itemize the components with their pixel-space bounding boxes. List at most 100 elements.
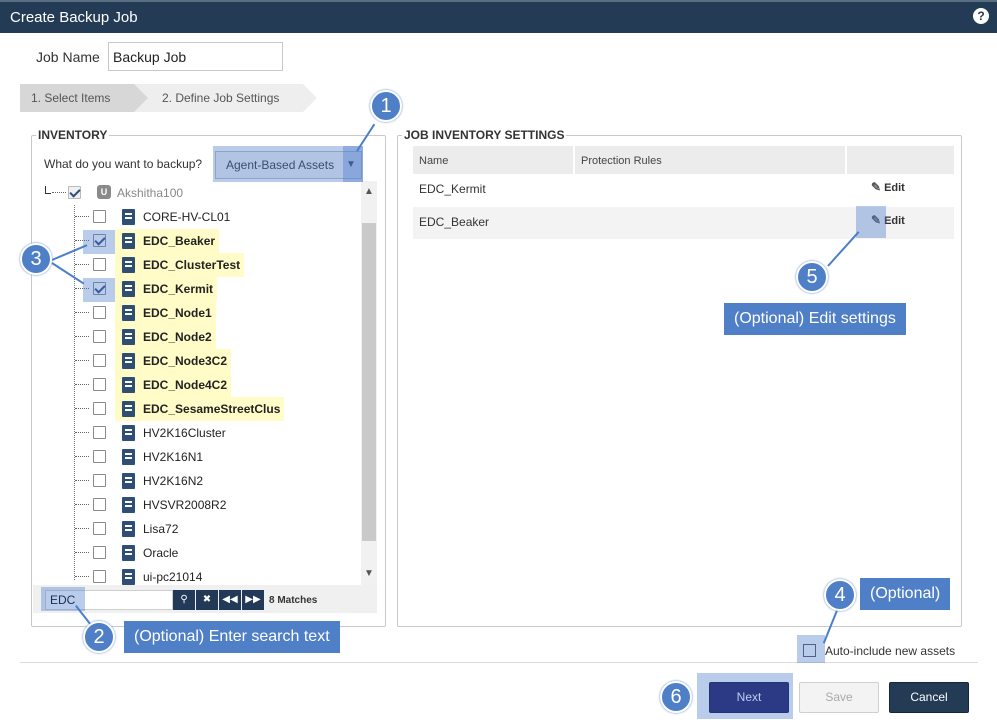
tree-item-checkbox[interactable] <box>93 546 106 559</box>
tree-item[interactable]: HV2K16Cluster <box>33 421 363 445</box>
tree-item-label: EDC_Node4C2 <box>139 373 232 397</box>
auto-include-label: Auto-include new assets <box>825 644 956 658</box>
scroll-down-icon[interactable]: ▼ <box>364 568 374 579</box>
tree-connector <box>75 432 89 433</box>
server-icon <box>122 449 135 465</box>
tree-item-checkbox[interactable] <box>93 426 106 439</box>
wizard-step-define-settings[interactable]: 2. Define Job Settings <box>130 84 317 112</box>
column-header-name[interactable]: Name <box>413 146 573 176</box>
table-row[interactable]: EDC_Kermit ✎Edit <box>413 174 954 206</box>
save-button[interactable]: Save <box>799 682 879 713</box>
tree-item[interactable]: EDC_Kermit <box>33 277 363 301</box>
callout-1: 1 <box>370 90 402 122</box>
root-label: Akshitha100 <box>117 186 184 200</box>
tree-item-checkbox[interactable] <box>93 402 106 415</box>
tree-scrollbar[interactable]: ▲ ▼ <box>361 181 377 585</box>
tree-item-checkbox[interactable] <box>93 522 106 535</box>
tree-item-checkbox[interactable] <box>93 450 106 463</box>
chevron-down-icon[interactable]: ▼ <box>346 159 356 170</box>
callout-5: 5 <box>796 261 828 293</box>
tree-item[interactable]: CORE-HV-CL01 <box>33 205 363 229</box>
inventory-legend: INVENTORY <box>38 128 108 142</box>
search-match-count: 8 Matches <box>269 595 318 606</box>
job-inventory-settings-panel: JOB INVENTORY SETTINGS <box>397 128 962 627</box>
question-icon[interactable]: ? <box>973 8 989 24</box>
tree-item[interactable]: EDC_Node1 <box>33 301 363 325</box>
next-button[interactable]: Next <box>709 682 789 713</box>
tree-item-label: EDC_ClusterTest <box>139 253 245 277</box>
tree-item-label: EDC_Kermit <box>139 277 218 301</box>
next-match-icon[interactable]: ▶▶ <box>242 590 264 610</box>
tree-item-checkbox[interactable] <box>93 498 106 511</box>
tree-item[interactable]: HV2K16N1 <box>33 445 363 469</box>
tree-item[interactable]: HV2K16N2 <box>33 469 363 493</box>
tree-item-checkbox[interactable] <box>93 258 106 271</box>
server-icon <box>122 401 135 417</box>
callout-highlight-kermit <box>83 278 115 302</box>
tree-item-checkbox[interactable] <box>93 282 106 295</box>
server-icon <box>122 257 135 273</box>
asset-type-dropdown[interactable]: Agent-Based Assets ▼ <box>215 151 362 179</box>
tree-item[interactable]: EDC_Node4C2 <box>33 373 363 397</box>
table-row[interactable]: EDC_Beaker ✎Edit <box>413 207 954 239</box>
tree-item-checkbox[interactable] <box>93 354 106 367</box>
callout-highlight-auto-include <box>797 635 825 663</box>
edit-button[interactable]: ✎Edit <box>871 180 905 194</box>
tree-item[interactable]: HVSVR2008R2 <box>33 493 363 517</box>
tree-connector <box>75 288 89 289</box>
tree-item-checkbox[interactable] <box>93 306 106 319</box>
tree-item-checkbox[interactable] <box>93 330 106 343</box>
tree-item-checkbox[interactable] <box>93 570 106 583</box>
tree-item[interactable]: Oracle <box>33 541 363 565</box>
tree-item[interactable]: Lisa72 <box>33 517 363 541</box>
server-icon <box>122 497 135 513</box>
server-icon <box>122 329 135 345</box>
cancel-button[interactable]: Cancel <box>889 682 969 713</box>
pencil-icon: ✎ <box>871 180 882 194</box>
tree-search-input[interactable] <box>45 590 173 610</box>
row-name: EDC_Kermit <box>419 182 486 196</box>
clear-search-icon[interactable]: ✖ <box>196 590 218 610</box>
tree-item[interactable]: EDC_ClusterTest <box>33 253 363 277</box>
server-icon <box>122 377 135 393</box>
server-group-icon: U <box>97 185 111 199</box>
scroll-up-icon[interactable]: ▲ <box>364 186 374 197</box>
previous-match-icon[interactable]: ◀◀ <box>219 590 241 610</box>
tree-item-checkbox[interactable] <box>93 474 106 487</box>
tree-item-label: HV2K16Cluster <box>143 426 226 440</box>
tree-item[interactable]: EDC_Beaker <box>33 229 363 253</box>
callout-highlight-beaker <box>83 230 115 254</box>
server-icon <box>122 425 135 441</box>
tree-item[interactable]: EDC_Node3C2 <box>33 349 363 373</box>
tree-item-checkbox[interactable] <box>93 378 106 391</box>
tree-item-label: EDC_Beaker <box>139 229 220 253</box>
column-header-protection-rules[interactable]: Protection Rules <box>575 146 845 176</box>
tree-item-checkbox[interactable] <box>93 234 106 247</box>
tree-item[interactable]: EDC_SesameStreetClus <box>33 397 363 421</box>
tree-item[interactable]: ui-pc21014 <box>33 565 363 585</box>
root-checkbox[interactable] <box>68 186 81 199</box>
row-name: EDC_Beaker <box>419 215 490 229</box>
tree-item[interactable]: EDC_Node2 <box>33 325 363 349</box>
callout-2: 2 <box>83 621 115 653</box>
wizard-step-select-items[interactable]: 1. Select Items <box>20 84 148 112</box>
tree-collapse-icon[interactable] <box>45 186 51 194</box>
tree-connector <box>75 528 89 529</box>
job-name-input[interactable] <box>108 42 283 71</box>
edit-button[interactable]: ✎Edit <box>871 213 905 227</box>
search-icon[interactable]: ⚲ <box>173 590 195 610</box>
tree-connector <box>75 480 89 481</box>
tree-guide-line <box>74 205 75 580</box>
tree-item-checkbox[interactable] <box>93 210 106 223</box>
tree-item-label: EDC_SesameStreetClus <box>139 397 285 421</box>
tree-root[interactable]: U Akshitha100 <box>45 181 345 205</box>
tree-item-label: HV2K16N1 <box>143 450 204 464</box>
scroll-thumb[interactable] <box>362 223 376 541</box>
server-icon <box>122 569 135 585</box>
column-header-actions <box>847 146 954 176</box>
tree-item-label: Lisa72 <box>143 522 179 536</box>
job-name-label: Job Name <box>36 49 100 65</box>
auto-include-checkbox[interactable] <box>803 644 816 657</box>
callout-highlight-dropdown-arrow <box>343 146 363 182</box>
